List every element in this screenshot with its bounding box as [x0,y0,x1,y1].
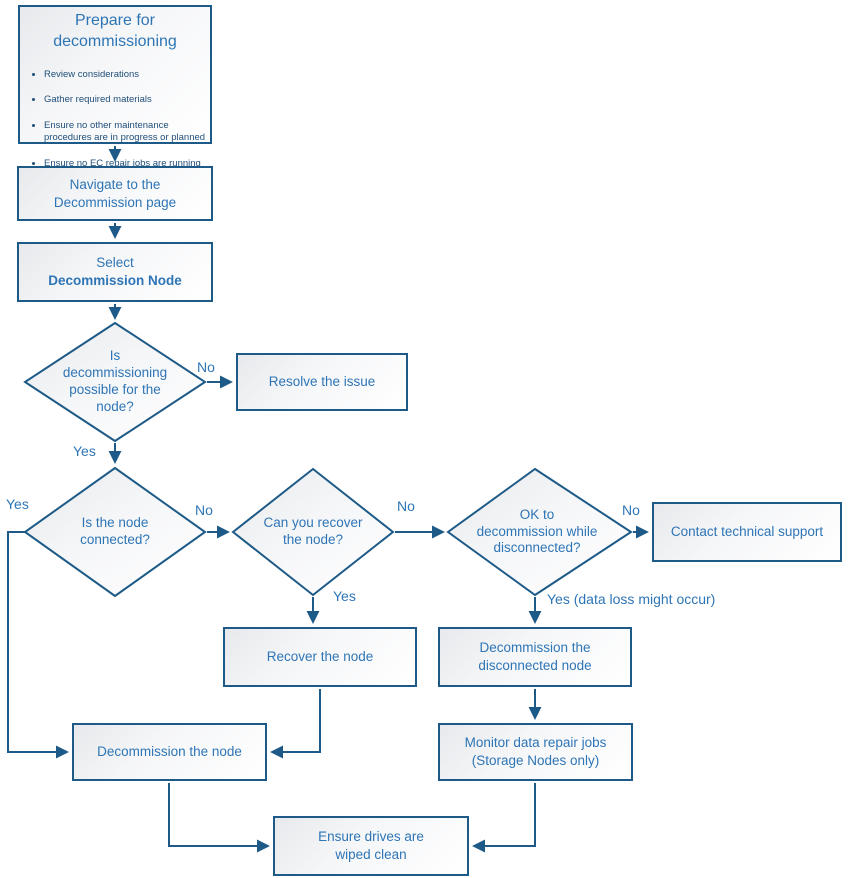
process-decommission-disconnected-node: Decommission the disconnected node [438,627,632,687]
diamond-can-recover [231,467,395,597]
process-decommission-the-node: Decommission the node [72,723,267,781]
decision-decommissioning-possible-text: Is decommissioning possible for the node… [62,348,168,414]
decision-can-recover-text: Can you recover the node? [263,515,363,547]
prepare-bullet: Ensure no EC repair jobs are running [44,158,206,171]
process-prepare-for-decommissioning: Prepare for decommissioning Review consi… [18,5,212,169]
decision-node-connected-text: Is the node connected? [80,515,150,547]
process-monitor-data-repair-jobs: Monitor data repair jobs (Storage Nodes … [438,723,633,781]
process-ensure-drives-wiped-clean: Ensure drives are wiped clean [273,816,469,876]
diamond-decommissioning-possible [23,321,207,443]
prepare-bullet: Review considerations [44,69,206,82]
edge-label-no: No [397,498,415,514]
edge-label-yes: Yes [333,588,356,604]
connector-recovernode-decommission [270,689,321,759]
edge-label-yes-data-loss: Yes (data loss might occur) [547,591,716,607]
connector-monitor-ensure [472,783,536,853]
select-label: Select [96,255,134,271]
process-resolve-the-issue: Resolve the issue [236,353,408,411]
prepare-bullet: Ensure no other maintenance procedures a… [44,120,206,145]
process-navigate-decommission-page: Navigate to the Decommission page [17,166,213,221]
process-select-decommission-node: Select Decommission Node [17,242,213,302]
select-decommission-node-label: Decommission Node [48,273,182,288]
edge-label-yes: Yes [6,496,29,512]
prepare-title: Prepare for decommissioning [53,12,177,50]
edge-label-no: No [622,502,640,518]
edge-label-no: No [195,502,213,518]
prepare-bullet-list: Review considerations Gather required ma… [20,57,210,183]
diamond-node-connected [23,466,207,598]
edge-label-yes: Yes [73,443,96,459]
connector-decommission-ensure [168,783,270,853]
process-contact-technical-support: Contact technical support [652,502,842,562]
decision-ok-disconnected-text: OK to decommission while disconnected? [476,506,598,556]
prepare-bullet: Gather required materials [44,94,206,107]
edge-label-no: No [197,359,215,375]
diamond-ok-disconnected [446,467,633,597]
process-recover-the-node: Recover the node [223,627,417,687]
connector-connected-yes-decommission [7,531,69,759]
